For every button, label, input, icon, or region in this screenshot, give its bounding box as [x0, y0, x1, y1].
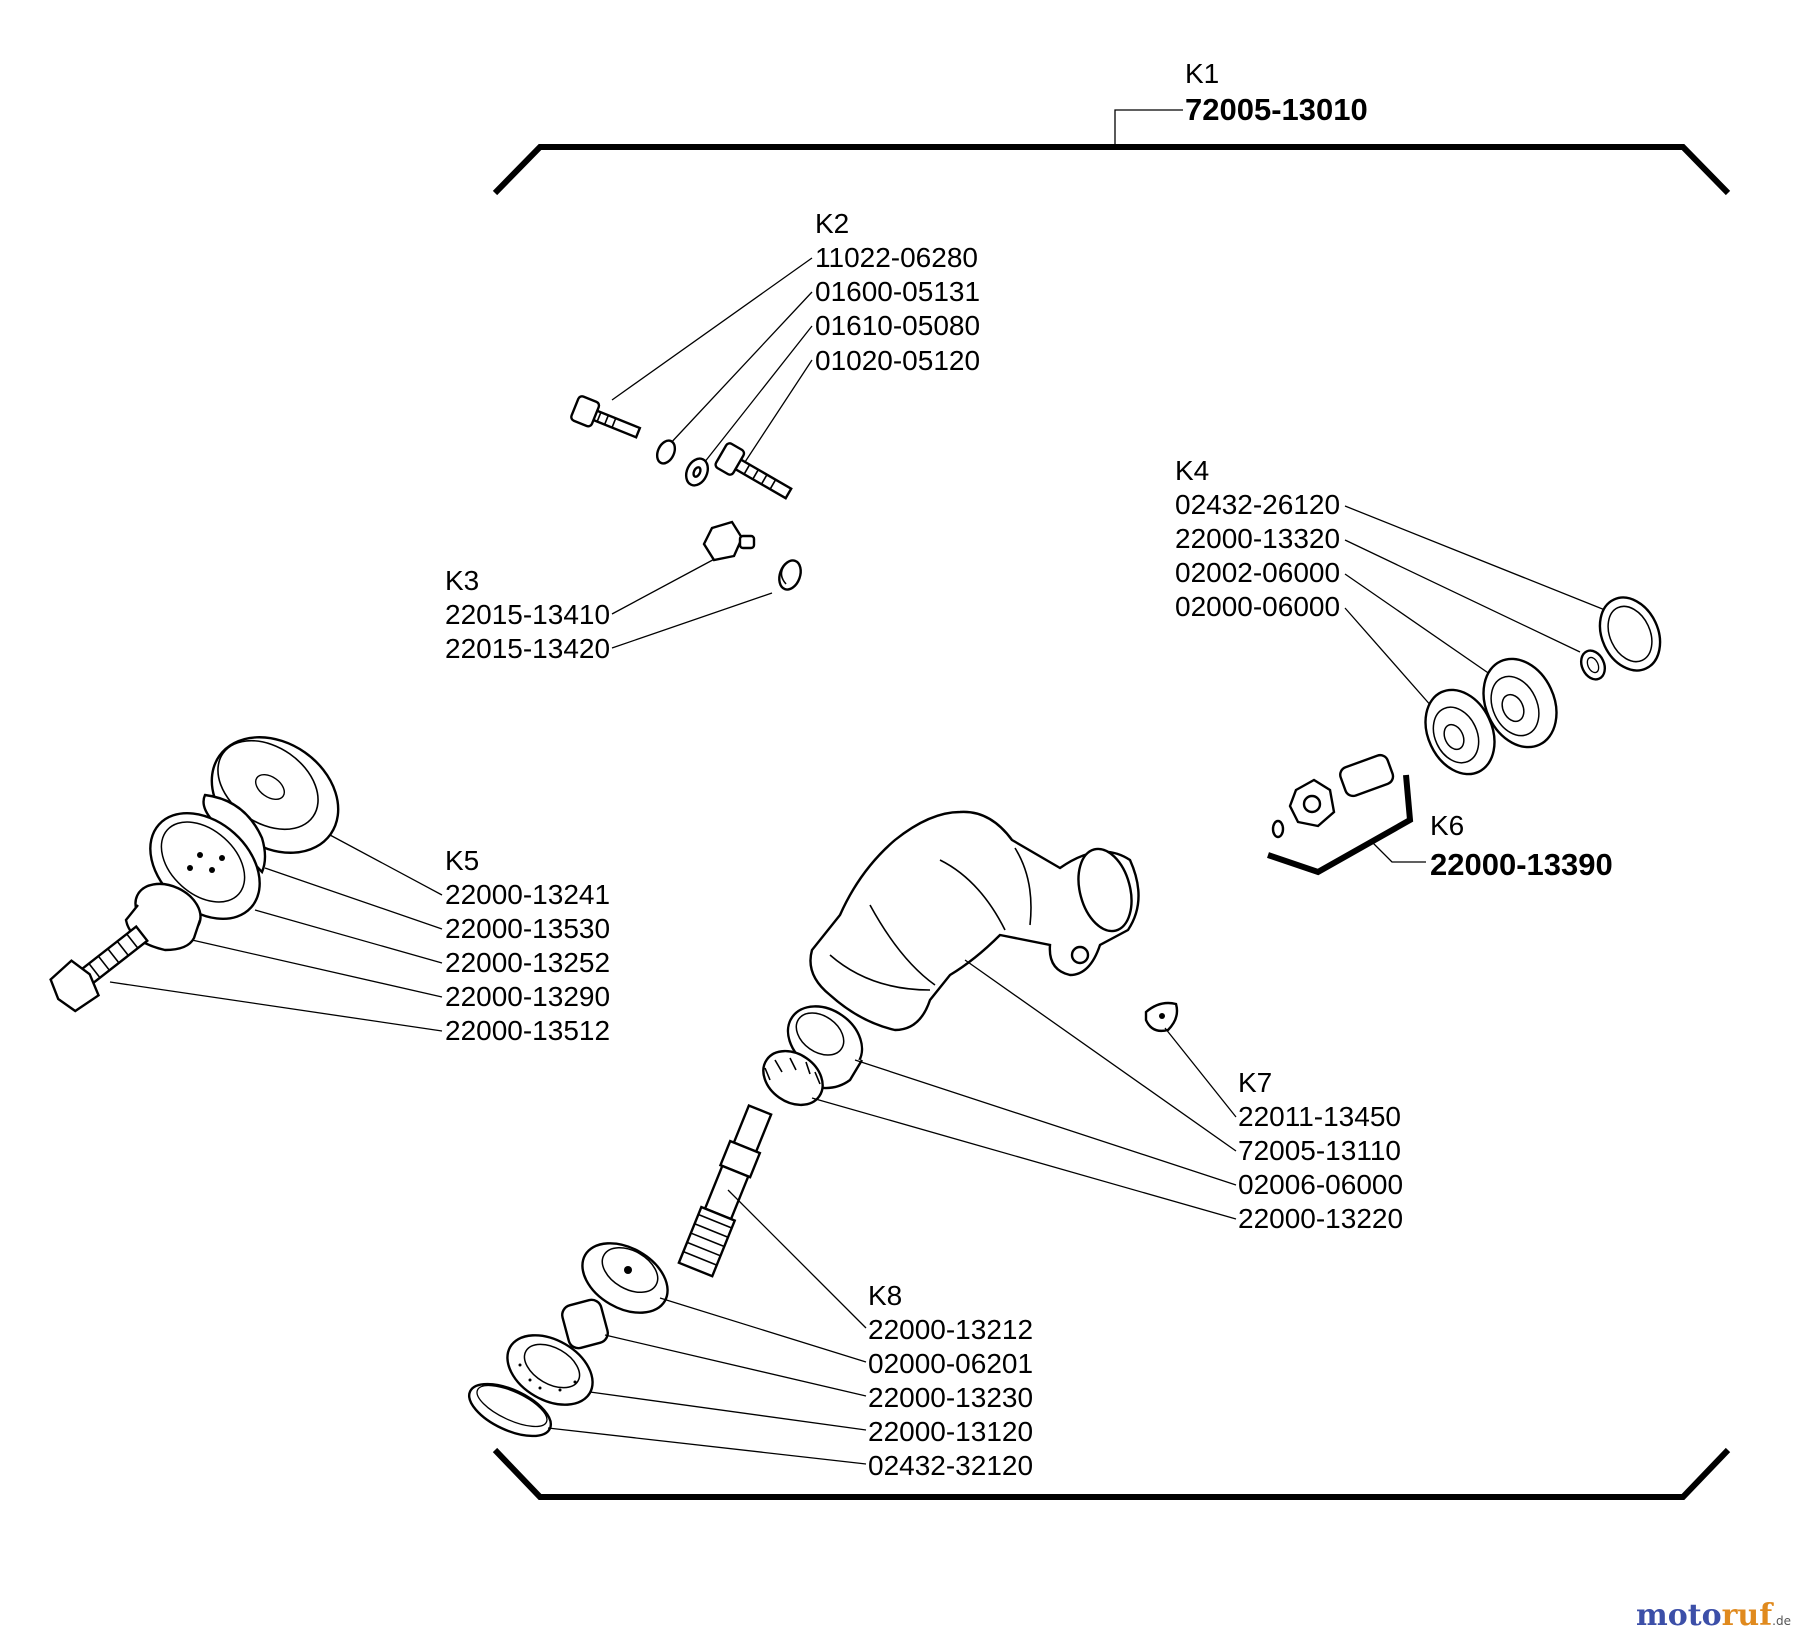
- k5-part-5: 22000-13512: [445, 1015, 610, 1046]
- k5-label: K5: [445, 845, 479, 876]
- k5-parts-drawing: [49, 736, 340, 1013]
- k2-part-2: 01600-05131: [815, 276, 980, 307]
- k2-parts-drawing: [570, 395, 793, 500]
- k7-label: K7: [1238, 1067, 1272, 1098]
- k8-parts-drawing: [468, 1103, 773, 1438]
- k8-part-5: 02432-32120: [868, 1450, 1033, 1481]
- watermark-accent: ruf: [1722, 1598, 1775, 1633]
- watermark-suffix: .de: [1772, 1614, 1791, 1628]
- k8-part-2: 02000-06201: [868, 1348, 1033, 1379]
- k5-leaders: [109, 834, 443, 1032]
- k8-leaders: [547, 1189, 867, 1465]
- gear-housing-drawing: [809, 810, 1140, 1032]
- k4-part-2: 22000-13320: [1175, 523, 1340, 554]
- k6-parts-drawing: [1267, 753, 1426, 876]
- k7-part-4: 22000-13220: [1238, 1203, 1403, 1234]
- k7-part-1: 22011-13450: [1238, 1101, 1401, 1132]
- svg-text:motoruf.de: motoruf.de: [1636, 1598, 1791, 1633]
- k2-part-1: 11022-06280: [815, 242, 978, 273]
- k2-part-4: 01020-05120: [815, 345, 980, 376]
- k2-leaders: [611, 257, 813, 469]
- k5-part-2: 22000-13530: [445, 913, 610, 944]
- k4-parts-drawing: [1424, 596, 1662, 776]
- k7-parts-drawing: [762, 1005, 864, 1107]
- k8-label: K8: [868, 1280, 902, 1311]
- k7-part-3: 02006-06000: [1238, 1169, 1403, 1200]
- k1-part-1: 72005-13010: [1185, 92, 1368, 127]
- k5-part-4: 22000-13290: [445, 981, 610, 1012]
- k4-part-1: 02432-26120: [1175, 489, 1340, 520]
- k8-part-3: 22000-13230: [868, 1382, 1033, 1413]
- k7-leaders: [811, 959, 1237, 1220]
- k5-part-3: 22000-13252: [445, 947, 610, 978]
- k3-parts-drawing: [702, 520, 802, 591]
- k3-leaders: [611, 554, 773, 649]
- k3-part-2: 22015-13420: [445, 633, 610, 664]
- k4-leaders: [1344, 505, 1611, 717]
- k3-label: K3: [445, 565, 479, 596]
- k7-small-key-drawing: [1144, 1001, 1179, 1033]
- k6-part-1: 22000-13390: [1430, 847, 1613, 882]
- watermark-main: moto: [1636, 1598, 1722, 1633]
- k3-part-1: 22015-13410: [445, 599, 610, 630]
- k1-assembly-bracket: [492, 109, 1731, 1500]
- k4-part-4: 02000-06000: [1175, 591, 1340, 622]
- k8-part-1: 22000-13212: [868, 1314, 1033, 1345]
- k2-label: K2: [815, 208, 849, 239]
- k5-part-1: 22000-13241: [445, 879, 610, 910]
- k7-part-2: 72005-13110: [1238, 1135, 1401, 1166]
- watermark-logo: motoruf.de: [1636, 1598, 1791, 1633]
- k1-label: K1: [1185, 58, 1219, 89]
- k4-part-3: 02002-06000: [1175, 557, 1340, 588]
- k4-label: K4: [1175, 455, 1209, 486]
- k8-part-4: 22000-13120: [868, 1416, 1033, 1447]
- k2-part-3: 01610-05080: [815, 310, 980, 341]
- k6-label: K6: [1430, 810, 1464, 841]
